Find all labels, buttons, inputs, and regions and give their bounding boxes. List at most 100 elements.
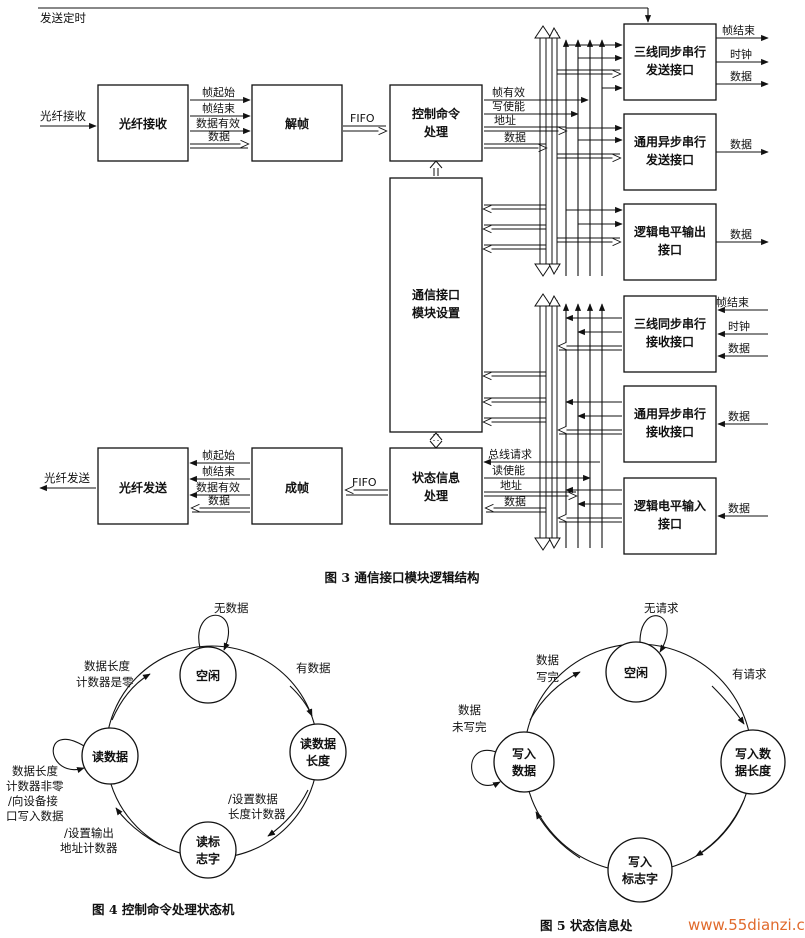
- bus-bottom: [534, 293, 606, 551]
- svg-text:帧结束: 帧结束: [722, 23, 755, 37]
- bot-signal-group: 帧起始 帧结束 数据有效 数据: [189, 448, 250, 513]
- svg-text:数据长度: 数据长度: [12, 764, 58, 778]
- svg-text:长度计数器: 长度计数器: [228, 807, 286, 821]
- svg-text:状态信息: 状态信息: [412, 470, 460, 485]
- state-info-box: [389, 447, 483, 525]
- svg-text:数据: 数据: [536, 653, 559, 667]
- svg-text:长度: 长度: [306, 753, 331, 768]
- r1-box: [623, 23, 717, 101]
- svg-text:数据: 数据: [208, 129, 230, 143]
- svg-text:三线同步串行: 三线同步串行: [634, 44, 706, 59]
- svg-text:处理: 处理: [423, 488, 448, 503]
- svg-text:接收接口: 接收接口: [646, 424, 694, 439]
- svg-text:/设置输出: /设置输出: [64, 826, 114, 840]
- svg-text:成帧: 成帧: [285, 480, 309, 495]
- svg-text:帧起始: 帧起始: [202, 85, 235, 99]
- svg-text:通用异步串行: 通用异步串行: [634, 406, 706, 421]
- svg-text:三线同步串行: 三线同步串行: [634, 316, 706, 331]
- state-read-flag: [179, 821, 237, 879]
- state-signal-group: 总线请求 读使能 地址 数据: [483, 447, 600, 513]
- svg-text:帧结束: 帧结束: [202, 464, 235, 478]
- fig5-caption: 图 5 状态信息处: [540, 918, 633, 933]
- svg-text:写入数: 写入数: [735, 746, 772, 761]
- svg-text:数据: 数据: [730, 137, 752, 151]
- fiber-tx-label: 光纤发送: [44, 471, 90, 485]
- svg-text:解帧: 解帧: [285, 116, 309, 131]
- svg-text:有数据: 有数据: [296, 661, 331, 675]
- svg-text:数据: 数据: [504, 494, 526, 508]
- state-read-len: [289, 723, 347, 781]
- svg-text:帧起始: 帧起始: [202, 448, 235, 462]
- svg-text:/向设备接: /向设备接: [8, 794, 58, 808]
- state-write-len: [720, 729, 786, 795]
- fifo-top-label: FIFO: [350, 112, 375, 125]
- svg-text:时钟: 时钟: [730, 47, 752, 61]
- svg-text:帧结束: 帧结束: [716, 295, 749, 309]
- fig3-caption: 图 3 通信接口模块逻辑结构: [325, 570, 480, 585]
- svg-text:接口: 接口: [658, 516, 682, 531]
- figure-4: 空闲 读数据 长度 读标 志字 读数据 无数据 有数据 /设置数据 长度计数器 …: [6, 601, 347, 917]
- svg-text:数据: 数据: [728, 409, 750, 423]
- frame-box: [251, 447, 343, 525]
- svg-text:光纤接收: 光纤接收: [118, 116, 167, 131]
- fiber-rx-label: 光纤接收: [40, 109, 86, 123]
- svg-text:有请求: 有请求: [732, 667, 767, 681]
- state-idle-5: [605, 641, 667, 703]
- svg-text:写入: 写入: [512, 747, 536, 761]
- fig4-caption: 图 4 控制命令处理状态机: [92, 902, 235, 917]
- fifo-bot-label: FIFO: [352, 476, 377, 489]
- svg-text:地址: 地址: [494, 113, 516, 127]
- svg-text:处理: 处理: [423, 124, 448, 139]
- svg-text:志字: 志字: [196, 851, 220, 866]
- svg-text:数据: 数据: [208, 493, 230, 507]
- svg-text:口写入数据: 口写入数据: [6, 809, 64, 823]
- timing-label: 发送定时: [40, 11, 86, 25]
- figure-5: 空闲 写入数 据长度 写入 标志字 写入 数据 无请求 有请求 数据 写完 数据…: [452, 601, 786, 933]
- right-outputs: 帧结束 时钟 数据 数据 数据 帧结束 时钟 数据 数据 数据: [716, 23, 769, 520]
- svg-text:时钟: 时钟: [728, 319, 750, 333]
- state-idle-4: [179, 646, 237, 704]
- svg-text:数据: 数据: [458, 703, 481, 717]
- watermark: www.55dianzi.com: [688, 916, 805, 934]
- svg-text:控制命令: 控制命令: [412, 106, 461, 121]
- svg-text:空闲: 空闲: [196, 668, 220, 683]
- svg-text:数据: 数据: [730, 227, 752, 241]
- ctrl-cmd-box: [389, 84, 483, 162]
- svg-text:帧结束: 帧结束: [202, 101, 235, 115]
- svg-text:未写完: 未写完: [452, 720, 487, 734]
- r2-box: [623, 113, 717, 191]
- svg-text:写完: 写完: [536, 670, 559, 684]
- svg-text:逻辑电平输出: 逻辑电平输出: [634, 224, 706, 239]
- svg-text:地址: 地址: [500, 478, 522, 492]
- svg-text:无请求: 无请求: [644, 601, 679, 615]
- svg-text:写使能: 写使能: [492, 99, 525, 113]
- svg-text:写入: 写入: [628, 855, 652, 869]
- svg-text:据长度: 据长度: [735, 763, 772, 778]
- r5-box: [623, 385, 717, 463]
- svg-text:读标: 读标: [196, 834, 220, 849]
- svg-text:接收接口: 接收接口: [646, 334, 694, 349]
- unframe-box: [251, 84, 343, 162]
- comm-module-box: [389, 177, 483, 433]
- top-signal-group: 帧起始 帧结束 数据有效 数据: [190, 85, 251, 149]
- svg-text:模块设置: 模块设置: [412, 305, 460, 320]
- svg-text:计数器是零: 计数器是零: [76, 675, 134, 689]
- svg-text:空闲: 空闲: [624, 665, 648, 680]
- fiber-rx-box: [97, 84, 189, 162]
- svg-text:标志字: 标志字: [621, 871, 658, 886]
- svg-text:发送接口: 发送接口: [645, 152, 694, 167]
- svg-text:数据: 数据: [728, 341, 750, 355]
- svg-text:数据: 数据: [730, 69, 752, 83]
- state-write-flag: [607, 837, 673, 903]
- right-boxes: 三线同步串行 发送接口 通用异步串行 发送接口 逻辑电平输出 接口 三线同步串行…: [623, 23, 717, 555]
- ctrl-signal-group: 帧有效 写使能 地址 数据: [484, 85, 589, 148]
- svg-text:逻辑电平输入: 逻辑电平输入: [634, 498, 706, 513]
- svg-text:接口: 接口: [658, 242, 682, 257]
- svg-text:光纤发送: 光纤发送: [118, 480, 168, 495]
- figure-3: 发送定时 光纤接收 光纤接收 解帧 帧起始 帧结束 数据有效 数据 FIFO 控…: [38, 7, 769, 585]
- svg-text:数据长度: 数据长度: [84, 659, 130, 673]
- r6-box: [623, 477, 717, 555]
- svg-text:读使能: 读使能: [492, 463, 525, 477]
- fiber-tx-box: [97, 447, 189, 525]
